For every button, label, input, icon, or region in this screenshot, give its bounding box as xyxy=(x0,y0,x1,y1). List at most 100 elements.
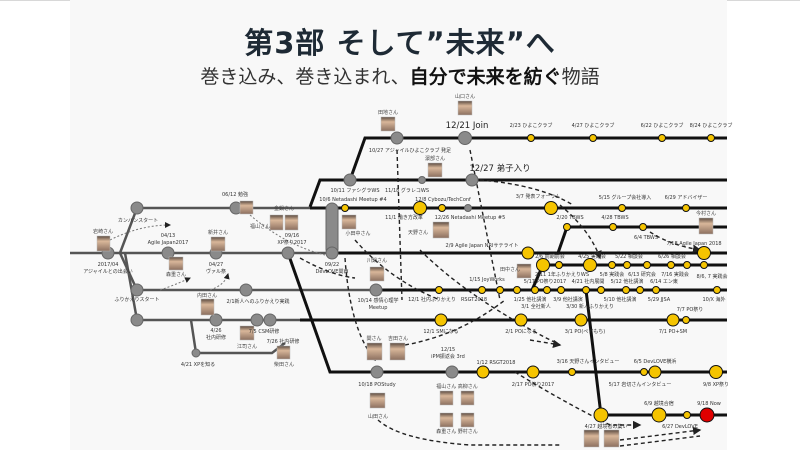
event-label: XP祭り2017 xyxy=(277,239,306,246)
event-label: 7/1 PO+SM xyxy=(659,329,687,335)
node-f8[interactable] xyxy=(683,261,691,269)
node-csm[interactable] xyxy=(250,313,264,327)
node-po-fest-2017[interactable] xyxy=(526,365,540,379)
event-label: 4/27 越境者の集い xyxy=(585,423,628,430)
node-g12[interactable] xyxy=(652,286,660,294)
node-psychology[interactable] xyxy=(369,283,383,297)
node-forum[interactable] xyxy=(544,201,558,215)
event-label: 2/17 PO祭り2017 xyxy=(512,381,555,388)
node-xp-2017[interactable] xyxy=(281,246,295,260)
node-tbws-2[interactable] xyxy=(609,223,617,231)
event-label: 10/6 Netadashi Meetup #4 xyxy=(319,197,386,203)
node-deshi[interactable] xyxy=(465,173,479,187)
node-xp-know[interactable] xyxy=(191,348,201,358)
person-names: 山口さん 田地さん 濵部さん 小田中さん 天野さん 今村さん 田中さん 川鍋さん… xyxy=(93,93,716,435)
node-g2[interactable] xyxy=(478,286,486,294)
event-label: 11/18 グラレコWS xyxy=(385,187,429,194)
node-interview-2[interactable] xyxy=(640,368,648,376)
person-photos xyxy=(96,100,714,448)
node-camp[interactable] xyxy=(651,407,667,423)
node-csm2[interactable] xyxy=(263,313,277,327)
node-g13[interactable] xyxy=(713,286,721,294)
node-g6[interactable] xyxy=(543,286,551,294)
node-hiyoko-2[interactable] xyxy=(589,134,597,142)
node-po-pair[interactable] xyxy=(574,313,588,327)
node-agile-japan-2018[interactable] xyxy=(697,246,711,260)
event-label: 2/6 前期前会 xyxy=(535,253,565,260)
node-newbie-retro[interactable] xyxy=(239,283,253,297)
node-tbws-3[interactable] xyxy=(639,223,647,231)
event-label: 5/17 PO祭り2017 xyxy=(524,278,567,285)
node-sm[interactable] xyxy=(434,313,448,327)
node-work-style[interactable] xyxy=(413,201,427,215)
node-group[interactable] xyxy=(618,204,626,212)
node-join[interactable] xyxy=(458,131,472,145)
node-f6[interactable] xyxy=(643,261,651,269)
node-rsgt[interactable] xyxy=(476,365,490,379)
event-label: 5/22 相談会 xyxy=(615,253,643,260)
node-kanban[interactable] xyxy=(130,201,144,215)
slide-subtitle: 巻き込み、巻き込まれ、自分で未来を紡ぐ物語 xyxy=(0,62,800,89)
event-label: 7/16 実践会 xyxy=(661,271,689,278)
node-f5[interactable] xyxy=(623,261,631,269)
node-hiyoko-start[interactable] xyxy=(390,131,404,145)
node-retro-start[interactable] xyxy=(130,283,144,297)
node-devlove[interactable] xyxy=(683,411,691,419)
node-g3[interactable] xyxy=(496,286,504,294)
node-devlove-yokohama[interactable] xyxy=(648,365,662,379)
node-hiyoko-4[interactable] xyxy=(707,134,715,142)
node-f1[interactable] xyxy=(536,258,550,272)
node-hiyoko-1[interactable] xyxy=(527,134,535,142)
event-label: 10/14 感情心理学 xyxy=(358,297,399,304)
node-g9[interactable] xyxy=(597,286,605,294)
node-g11[interactable] xyxy=(636,286,644,294)
event-label: 2/1 POになる xyxy=(505,328,537,335)
node-0426[interactable] xyxy=(209,313,223,327)
event-label: 6/4 TBWS xyxy=(634,235,658,241)
node-graphic-rec[interactable] xyxy=(418,176,426,184)
node-g5[interactable] xyxy=(531,286,539,294)
node-xp-fest[interactable] xyxy=(709,365,723,379)
node-ipm[interactable] xyxy=(445,365,459,379)
node-agile-japan-2017[interactable] xyxy=(161,246,175,260)
person-name: 内田さん xyxy=(197,292,217,299)
node-now[interactable] xyxy=(699,407,715,423)
avatar xyxy=(284,214,299,231)
event-label: 9/8 XP祭り xyxy=(703,381,729,388)
node-po-fest[interactable] xyxy=(682,316,690,324)
node-netadashi-5[interactable] xyxy=(464,204,472,212)
node-nri[interactable] xyxy=(521,246,535,260)
node-postudy[interactable] xyxy=(370,365,384,379)
event-label: 3/30 新人ふりかえり xyxy=(566,303,614,310)
event-label: Agile Japan2017 xyxy=(148,240,189,246)
node-tbws-1[interactable] xyxy=(563,223,571,231)
node-g4[interactable] xyxy=(513,286,521,294)
node-po-left[interactable] xyxy=(130,313,144,327)
event-label: アジャイルとの出会い xyxy=(83,268,133,275)
node-facigra[interactable] xyxy=(343,173,357,187)
node-f4[interactable] xyxy=(608,261,616,269)
event-label: 4/26 xyxy=(210,328,221,334)
person-name: 関さん xyxy=(366,335,381,342)
node-g1[interactable] xyxy=(435,286,443,294)
event-label: 5/10 他社講演 xyxy=(604,296,637,303)
node-devlove-kansai[interactable] xyxy=(325,246,339,260)
node-advisor[interactable] xyxy=(682,204,690,212)
line-deshi xyxy=(308,178,727,208)
node-f7[interactable] xyxy=(667,261,675,269)
node-g7[interactable] xyxy=(557,286,565,294)
node-interview-1[interactable] xyxy=(568,368,576,376)
node-ekkyo[interactable] xyxy=(593,407,609,423)
event-label: 7/26 社内研修 xyxy=(267,338,300,345)
node-po-sm[interactable] xyxy=(666,313,680,327)
node-f3[interactable] xyxy=(583,258,597,272)
node-netadashi-4[interactable] xyxy=(341,204,349,212)
node-g8[interactable] xyxy=(582,286,590,294)
node-cybozu[interactable] xyxy=(438,204,446,212)
node-hiyoko-3[interactable] xyxy=(658,134,666,142)
node-po[interactable] xyxy=(514,313,528,327)
avatar xyxy=(432,221,450,239)
node-g10[interactable] xyxy=(622,286,630,294)
node-f9[interactable] xyxy=(700,261,708,269)
node-f2[interactable] xyxy=(555,261,563,269)
